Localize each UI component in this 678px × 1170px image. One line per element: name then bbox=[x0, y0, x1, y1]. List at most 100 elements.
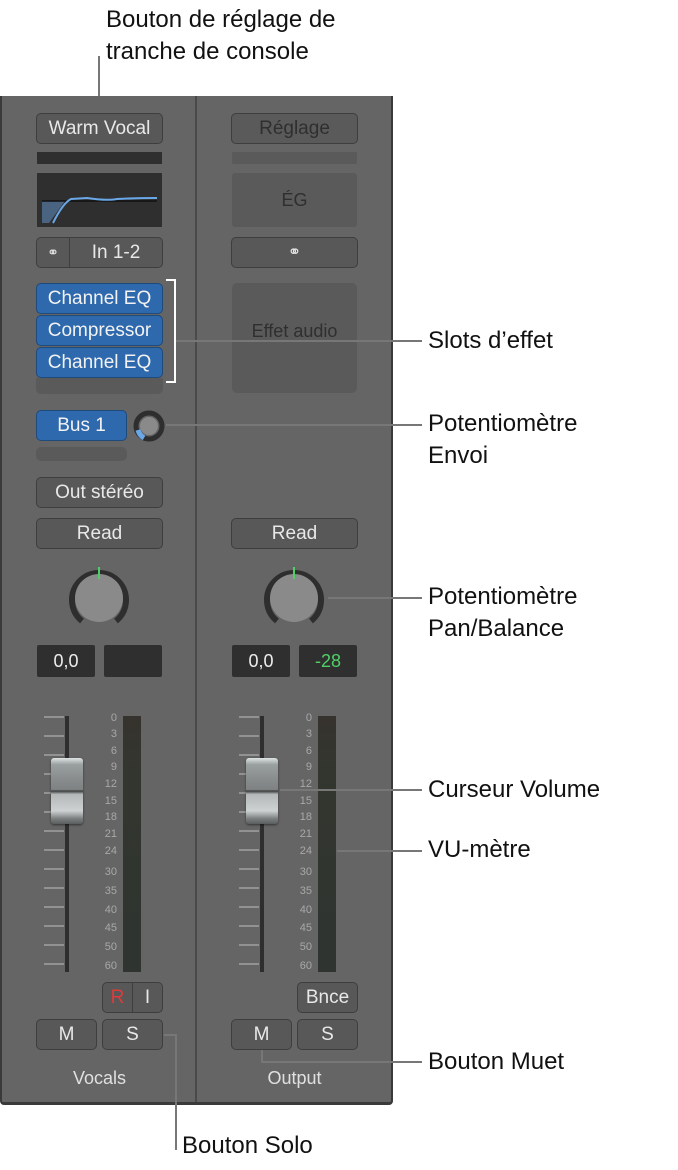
meter-scale: 0 3 6 9 12 15 18 21 24 30 35 40 45 50 60 bbox=[97, 712, 121, 976]
vu-meter-output bbox=[318, 716, 336, 972]
mute-button[interactable]: M bbox=[36, 1019, 97, 1050]
annotation-volume-fader: Curseur Volume bbox=[428, 776, 601, 803]
output-slot[interactable]: Out stéréo bbox=[36, 477, 163, 508]
send-knob-icon bbox=[133, 410, 165, 442]
scale-30: 30 bbox=[299, 866, 312, 878]
automation-mode-button[interactable]: Read bbox=[36, 518, 163, 549]
annotation-effect-slots: Slots d’effet bbox=[428, 327, 553, 354]
solo-button[interactable]: S bbox=[102, 1019, 163, 1050]
eq-curve-icon bbox=[42, 196, 158, 224]
leader-line bbox=[337, 850, 422, 852]
scale-21: 21 bbox=[299, 828, 312, 840]
scale-9: 9 bbox=[110, 761, 117, 773]
scale-3: 3 bbox=[305, 728, 312, 740]
fader-ticks-output bbox=[239, 716, 259, 972]
leader-line bbox=[166, 424, 422, 426]
channel-strip-setting-button[interactable]: Warm Vocal bbox=[36, 113, 163, 144]
mute-button-output[interactable]: M bbox=[231, 1019, 292, 1050]
effect-slot-empty-output[interactable]: Effet audio bbox=[232, 283, 357, 393]
annotation-line-2: Envoi bbox=[428, 442, 489, 469]
peak-value[interactable] bbox=[104, 645, 162, 677]
eq-slot-empty[interactable]: ÉG bbox=[232, 173, 357, 227]
scale-6: 6 bbox=[110, 745, 117, 757]
eq-thumbnail[interactable] bbox=[37, 173, 162, 227]
fader-track-output bbox=[260, 716, 264, 972]
meter-scale-output: 0 3 6 9 12 15 18 21 24 30 35 40 45 50 60 bbox=[292, 712, 316, 976]
annotation-line-1: Potentiomètre bbox=[428, 583, 578, 610]
scale-60: 60 bbox=[299, 960, 312, 972]
leader-line bbox=[261, 1050, 263, 1062]
strip-divider bbox=[195, 96, 197, 1102]
scale-24: 24 bbox=[299, 845, 312, 857]
effect-slot-empty[interactable] bbox=[36, 378, 163, 394]
annotation-send-knob: Potentiomètre Envoi bbox=[428, 408, 577, 472]
record-enable-button[interactable]: R bbox=[102, 982, 133, 1013]
leader-line bbox=[98, 56, 100, 114]
scale-15: 15 bbox=[104, 795, 117, 807]
send-slot-empty[interactable] bbox=[36, 447, 127, 461]
leader-line bbox=[280, 789, 422, 791]
fader-ticks bbox=[44, 716, 64, 972]
stereo-link-button-output[interactable] bbox=[231, 237, 358, 268]
scale-24: 24 bbox=[104, 845, 117, 857]
volume-fader-handle[interactable] bbox=[51, 758, 83, 824]
scale-45: 45 bbox=[299, 922, 312, 934]
leader-line bbox=[164, 1034, 176, 1036]
stereo-link-icon: ⚭ bbox=[287, 244, 302, 261]
pan-knob[interactable] bbox=[66, 565, 132, 627]
annotation-line-1: Bouton de réglage de bbox=[106, 6, 336, 33]
scale-18: 18 bbox=[299, 811, 312, 823]
pan-knob-icon bbox=[264, 567, 324, 624]
scale-3: 3 bbox=[110, 728, 117, 740]
bracket bbox=[166, 279, 176, 383]
leader-line bbox=[176, 340, 422, 342]
scale-35: 35 bbox=[104, 885, 117, 897]
scale-15: 15 bbox=[299, 795, 312, 807]
gain-reduction-meter bbox=[37, 152, 162, 164]
effect-slot-3[interactable]: Channel EQ bbox=[36, 347, 163, 378]
leader-line bbox=[175, 1034, 177, 1150]
send-knob[interactable] bbox=[133, 410, 165, 442]
volume-fader-handle-output[interactable] bbox=[246, 758, 278, 824]
pan-knob-icon bbox=[69, 567, 129, 624]
bounce-button[interactable]: Bnce bbox=[297, 982, 358, 1013]
scale-35: 35 bbox=[299, 885, 312, 897]
leader-line bbox=[328, 597, 422, 599]
track-name-output[interactable]: Output bbox=[267, 1068, 322, 1088]
effect-slot-1[interactable]: Channel EQ bbox=[36, 283, 163, 314]
solo-button-output[interactable]: S bbox=[297, 1019, 358, 1050]
input-monitor-button[interactable]: I bbox=[132, 982, 163, 1013]
peak-value-output[interactable]: -28 bbox=[299, 645, 357, 677]
track-name[interactable]: Vocals bbox=[72, 1068, 127, 1088]
annotation-vu-meter: VU-mètre bbox=[428, 836, 531, 863]
stereo-link-icon[interactable]: ⚭ bbox=[37, 238, 70, 267]
annotation-pan-knob: Potentiomètre Pan/Balance bbox=[428, 581, 577, 645]
scale-50: 50 bbox=[299, 941, 312, 953]
scale-50: 50 bbox=[104, 941, 117, 953]
gain-reduction-meter-output bbox=[232, 152, 357, 164]
annotation-solo-button: Bouton Solo bbox=[182, 1132, 313, 1159]
annotation-line-2: Pan/Balance bbox=[428, 615, 565, 642]
input-slot[interactable]: ⚭ In 1-2 bbox=[36, 237, 163, 268]
scale-18: 18 bbox=[104, 811, 117, 823]
scale-40: 40 bbox=[104, 904, 117, 916]
effect-slot-2[interactable]: Compressor bbox=[36, 315, 163, 346]
send-slot[interactable]: Bus 1 bbox=[36, 410, 127, 441]
pan-knob-output[interactable] bbox=[261, 565, 327, 627]
scale-12: 12 bbox=[299, 778, 312, 790]
scale-45: 45 bbox=[104, 922, 117, 934]
scale-0: 0 bbox=[110, 712, 117, 724]
scale-6: 6 bbox=[305, 745, 312, 757]
volume-value[interactable]: 0,0 bbox=[37, 645, 95, 677]
scale-40: 40 bbox=[299, 904, 312, 916]
vu-meter bbox=[123, 716, 141, 972]
scale-30: 30 bbox=[104, 866, 117, 878]
scale-0: 0 bbox=[305, 712, 312, 724]
automation-mode-button-output[interactable]: Read bbox=[231, 518, 358, 549]
volume-value-output[interactable]: 0,0 bbox=[232, 645, 290, 677]
annotation-line-1: Potentiomètre bbox=[428, 410, 578, 437]
annotation-line-2: tranche de console bbox=[106, 38, 309, 65]
scale-9: 9 bbox=[305, 761, 312, 773]
annotation-mute-button: Bouton Muet bbox=[428, 1048, 565, 1075]
channel-strip-setting-button-output[interactable]: Réglage bbox=[231, 113, 358, 144]
